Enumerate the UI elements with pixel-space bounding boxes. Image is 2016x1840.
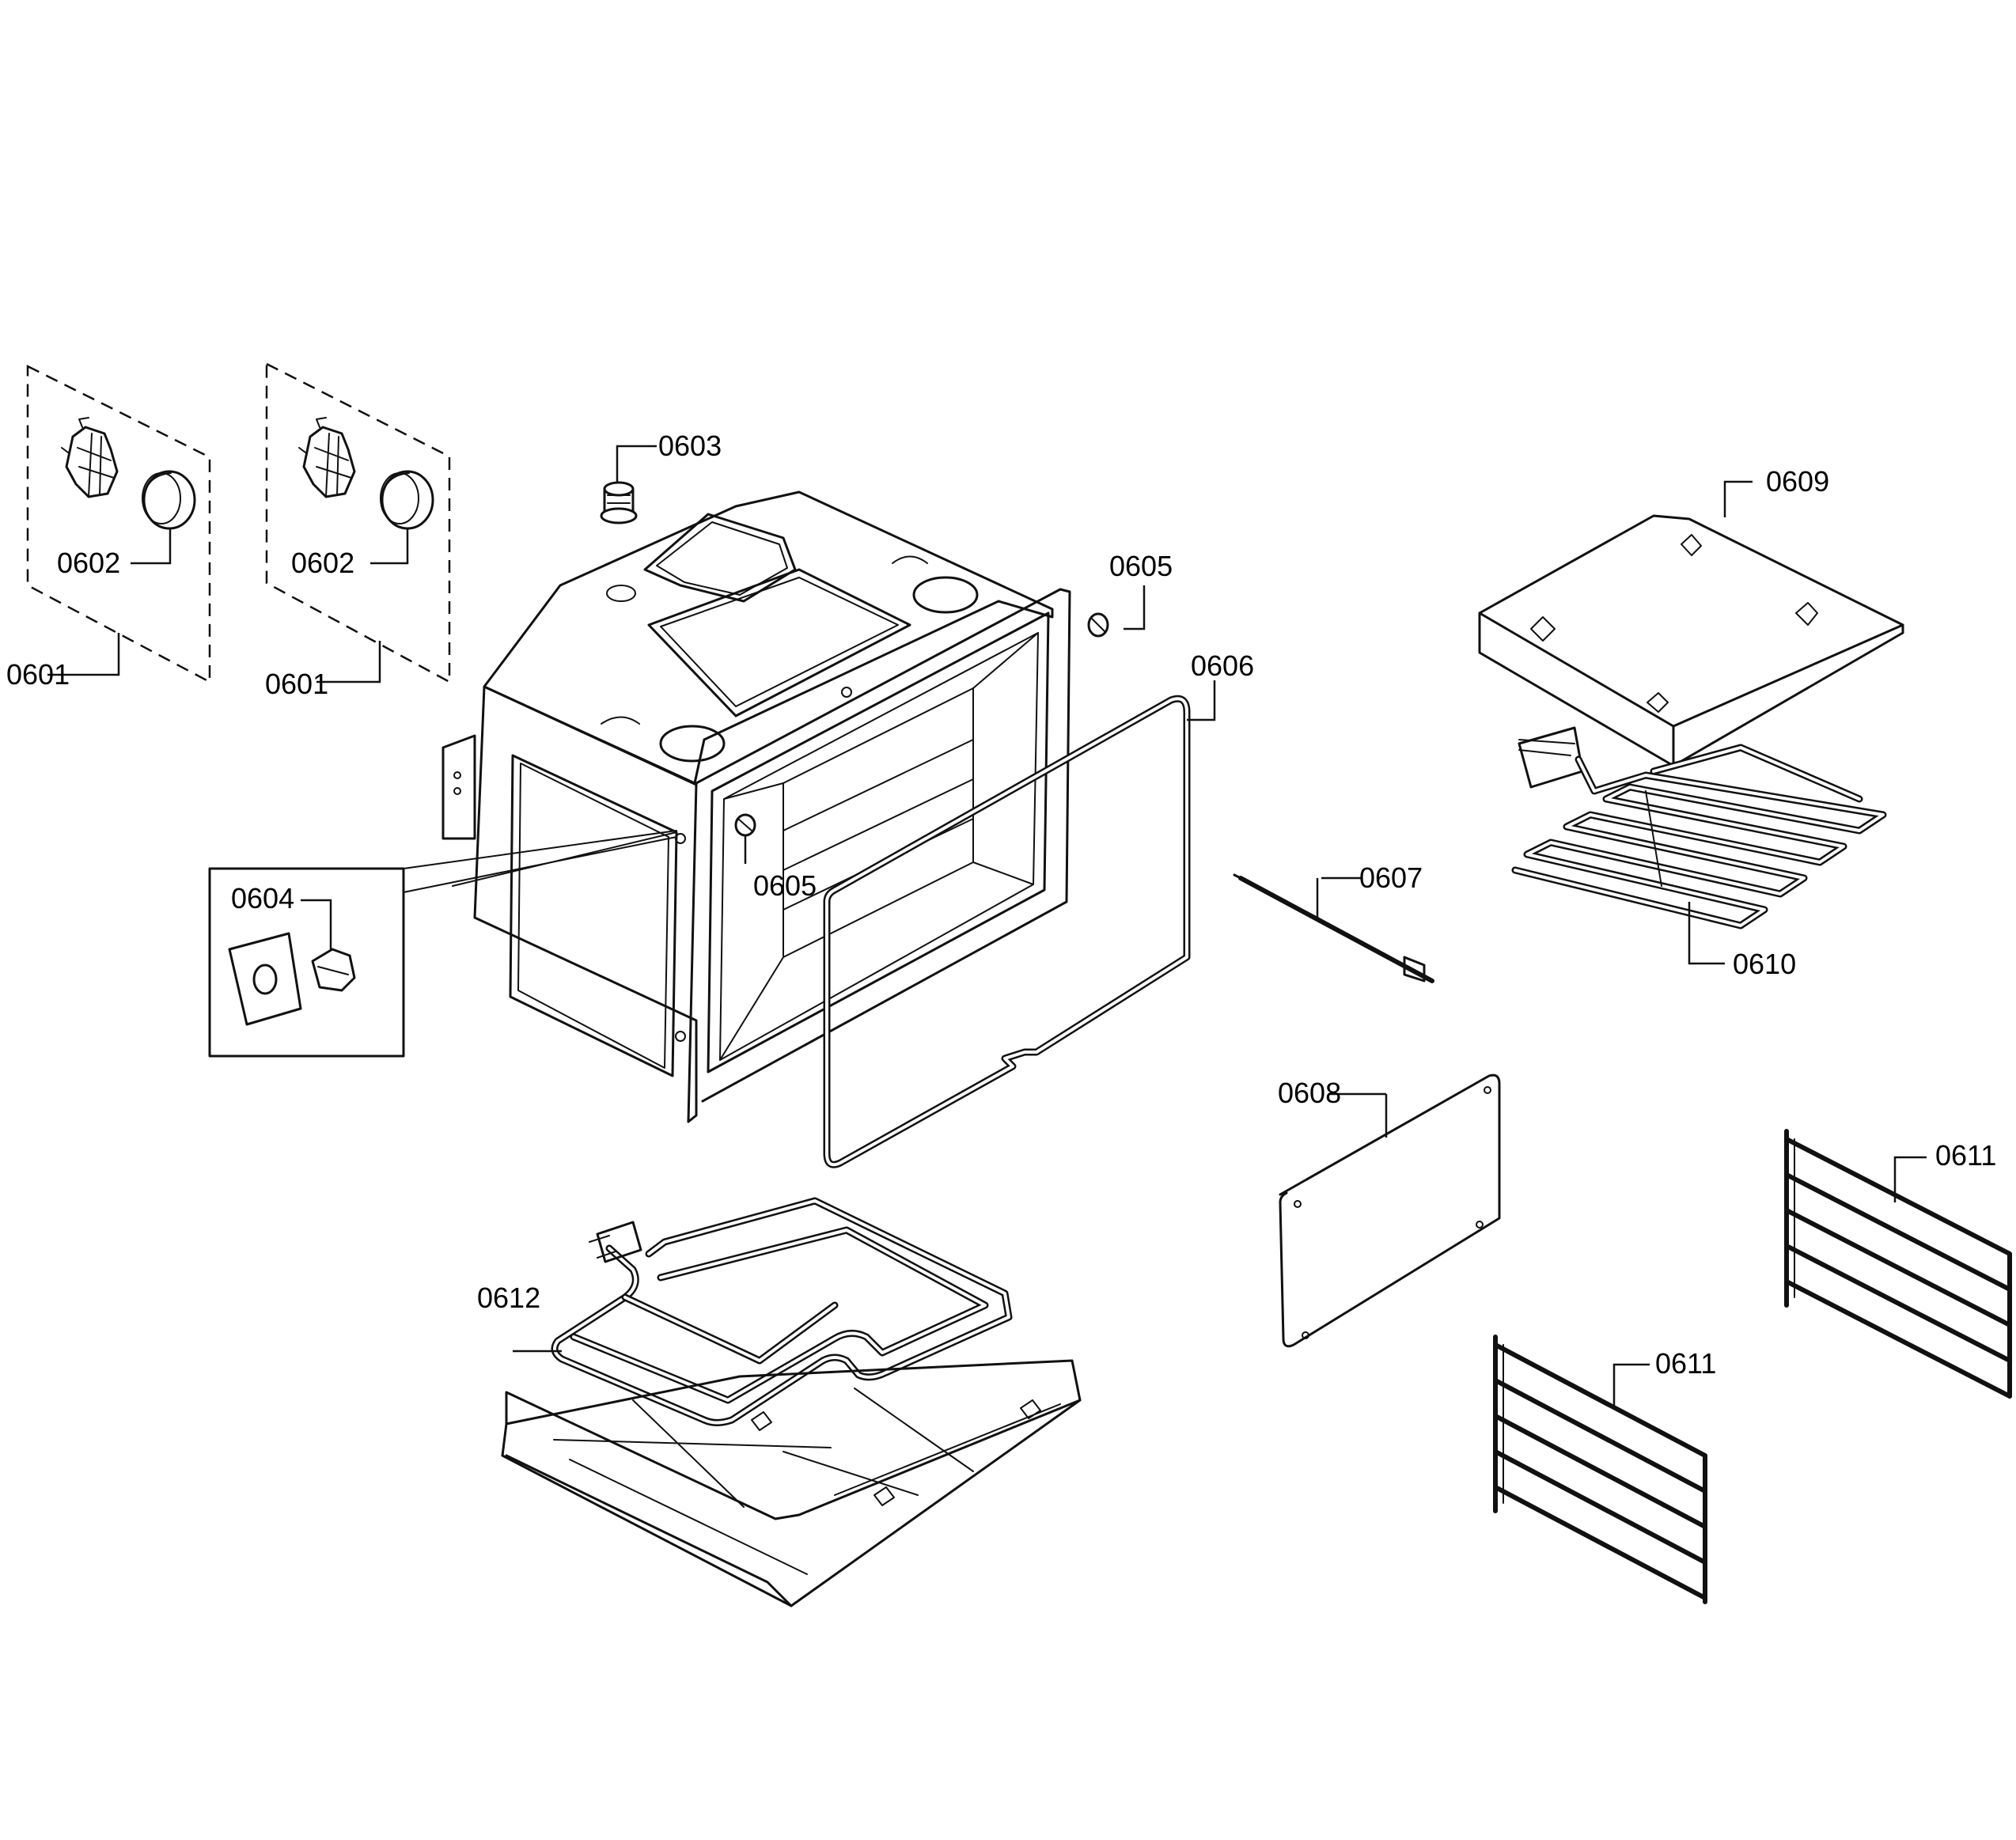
lamp-socket-right — [298, 417, 356, 498]
label-0602-right: 0602 — [291, 547, 354, 579]
lamp-assembly-left — [26, 364, 211, 684]
label-0605-top: 0605 — [1109, 550, 1173, 582]
lamp-assembly-right — [265, 362, 451, 684]
leader-lines — [47, 445, 1927, 1408]
label-0611-left: 0611 — [1655, 1347, 1716, 1380]
label-0610: 0610 — [1733, 948, 1796, 980]
label-0608: 0608 — [1278, 1077, 1341, 1109]
label-0602-left: 0602 — [57, 547, 120, 579]
label-0611-right: 0611 — [1935, 1139, 1996, 1172]
oven-cavity — [441, 490, 1071, 1123]
lamp-socket-left — [61, 417, 119, 498]
label-0606: 0606 — [1191, 649, 1254, 682]
side-rack-left — [1493, 1335, 1707, 1604]
oven-floor-panel — [501, 1359, 1082, 1607]
lamp-mount-detail — [208, 830, 677, 1058]
label-0604: 0604 — [231, 882, 294, 914]
label-0603: 0603 — [658, 430, 722, 462]
door-buffer-top — [1087, 612, 1109, 638]
lamp-glass-cover-left — [142, 470, 196, 530]
rear-wall-panel — [1279, 1073, 1501, 1348]
temperature-sensor-rod — [1233, 873, 1434, 983]
label-0607: 0607 — [1359, 861, 1423, 894]
label-0601-right: 0601 — [265, 668, 328, 700]
door-gasket — [823, 695, 1191, 1168]
label-0605-side: 0605 — [753, 869, 817, 902]
label-0609: 0609 — [1766, 465, 1829, 498]
label-0612: 0612 — [477, 1282, 540, 1314]
top-grill-heating-element — [1511, 726, 1887, 929]
door-buffer-side — [734, 813, 756, 837]
bottom-heating-element — [551, 1197, 1013, 1426]
side-rack-right — [1784, 1129, 2012, 1399]
top-heating-cover-panel — [1478, 514, 1904, 767]
lamp-glass-cover-right — [380, 470, 434, 530]
cavity-sensor-fitting — [600, 481, 638, 524]
label-0601-left: 0601 — [6, 658, 70, 691]
